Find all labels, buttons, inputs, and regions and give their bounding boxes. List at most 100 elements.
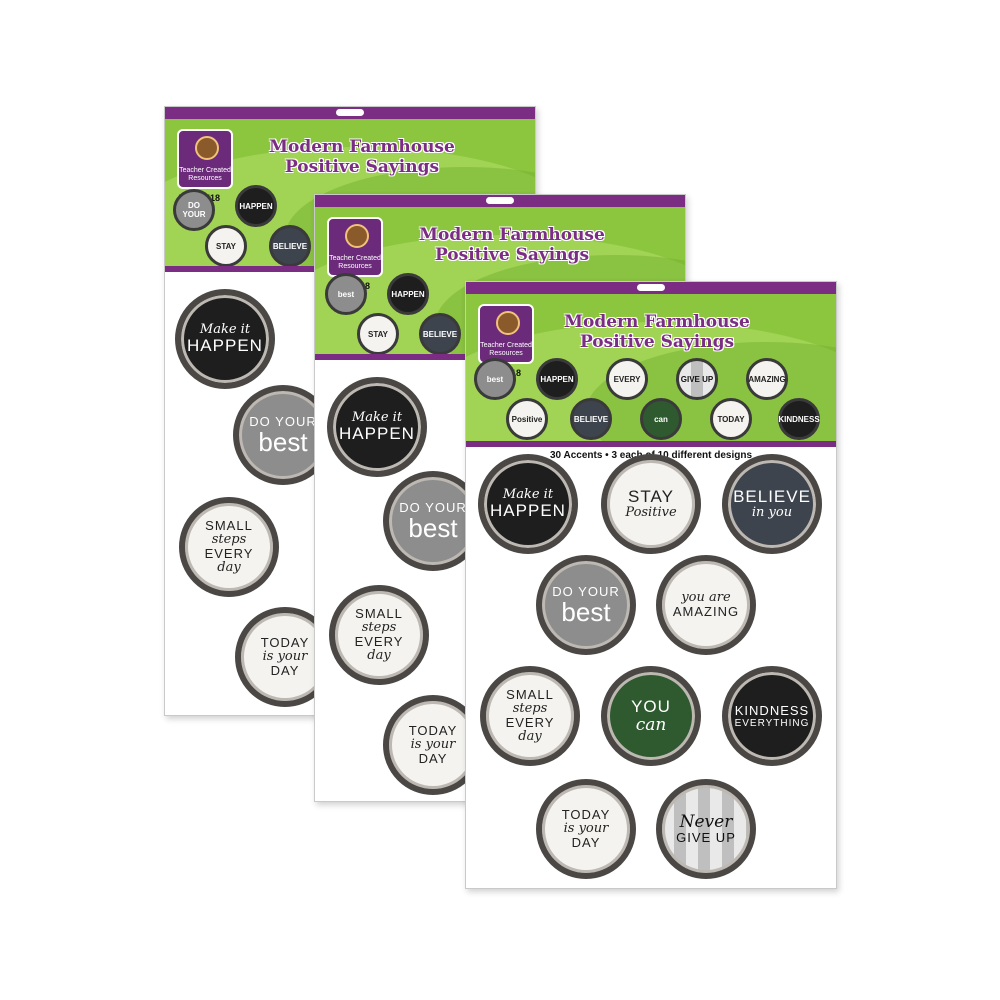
accent-text: best xyxy=(258,427,308,457)
title-line-1: Modern Farmhouse xyxy=(419,225,605,245)
mini-accent: BELIEVE xyxy=(419,313,461,355)
mini-text: BELIEVE xyxy=(422,329,458,339)
accent-believe-in-you: BELIEVE in you xyxy=(722,454,822,554)
mini-accent: HAPPEN xyxy=(235,185,277,227)
accent-text: Make it xyxy=(502,487,554,502)
accent-text: AMAZING xyxy=(672,604,740,619)
accent-text: DO YOUR xyxy=(249,414,317,429)
mini-accent: best xyxy=(325,273,367,315)
accent-text: YOU xyxy=(631,697,671,716)
mini-text: BELIEVE xyxy=(272,241,308,251)
accent-text: HAPPEN xyxy=(339,424,415,443)
title-line-2: Positive Sayings xyxy=(434,245,590,265)
brand-logo: Teacher Created Resources xyxy=(177,129,233,189)
mini-accent: KINDNESS xyxy=(778,398,820,440)
accent-text: EVERY xyxy=(204,546,254,561)
accent-stay-positive: STAY Positive xyxy=(601,454,701,554)
brand-name: Teacher Created Resources xyxy=(480,342,532,357)
mini-text: TODAY xyxy=(717,414,745,424)
accent-text: is your xyxy=(410,737,456,752)
accent-text: DO YOUR xyxy=(552,584,620,599)
accent-text: SMALL xyxy=(355,606,403,621)
mini-accent: STAY xyxy=(357,313,399,355)
accent-text: in you xyxy=(751,505,793,520)
mini-accent: GIVE UP xyxy=(676,358,718,400)
accent-text: steps xyxy=(211,532,247,547)
title-line-1: Modern Farmhouse xyxy=(564,312,750,332)
accent-text: day xyxy=(518,729,542,744)
accent-text: steps xyxy=(361,620,397,635)
brand-logo: Teacher Created Resources xyxy=(327,217,383,277)
mini-text: Positive xyxy=(511,414,543,424)
accent-text: EVERY xyxy=(505,715,555,730)
accent-text: KINDNESS xyxy=(734,702,810,718)
mini-text: BELIEVE xyxy=(573,414,609,424)
brand-logo: Teacher Created Resources xyxy=(478,304,534,364)
accent-make-it-happen: Make it HAPPEN xyxy=(175,289,275,389)
bear-icon xyxy=(345,224,369,248)
accent-text: GIVE UP xyxy=(676,830,736,845)
mini-accent: STAY xyxy=(205,225,247,267)
mini-accent: Positive xyxy=(506,398,548,440)
mini-accent: BELIEVE xyxy=(269,225,311,267)
accent-make-it-happen: Make it HAPPEN xyxy=(327,377,427,477)
accent-text: HAPPEN xyxy=(187,336,263,355)
accent-text: Never xyxy=(679,812,733,832)
accent-small-steps: SMALL steps EVERY day xyxy=(179,497,279,597)
mini-text: HAPPEN xyxy=(391,289,425,299)
accent-never-give-up: Never GIVE UP xyxy=(656,779,756,879)
accent-text: SMALL xyxy=(506,687,554,702)
accent-text: day xyxy=(217,560,241,575)
accent-small-steps: SMALL steps EVERY day xyxy=(480,666,580,766)
accent-text: DAY xyxy=(571,835,601,850)
accent-text: can xyxy=(635,715,667,735)
accent-text: DO YOUR xyxy=(399,500,467,515)
mini-text: AMAZING xyxy=(748,374,786,384)
accent-text: Make it xyxy=(351,410,403,425)
hang-hole xyxy=(637,284,665,291)
package-header: Teacher Created Resources TCR 8518 Moder… xyxy=(466,282,836,447)
brand-name: Teacher Created Resources xyxy=(179,167,231,182)
accent-text: BELIEVE xyxy=(733,487,811,506)
mini-text: best xyxy=(337,289,355,299)
mini-accent: BELIEVE xyxy=(570,398,612,440)
mini-accent: EVERY xyxy=(606,358,648,400)
accent-today-is-your-day: TODAY is your DAY xyxy=(536,779,636,879)
mini-text: HAPPEN xyxy=(540,374,574,384)
title-line-2: Positive Sayings xyxy=(579,332,735,352)
mini-text: STAY xyxy=(215,241,236,251)
hang-hole xyxy=(486,197,514,204)
mini-text: DO YOUR xyxy=(182,201,206,219)
accent-text: TODAY xyxy=(408,723,458,738)
accent-text: EVERY xyxy=(354,634,404,649)
title-line-1: Modern Farmhouse xyxy=(269,137,455,157)
accent-you-can: YOU can xyxy=(601,666,701,766)
accent-text: TODAY xyxy=(561,807,611,822)
purple-band xyxy=(466,441,836,447)
bear-icon xyxy=(195,136,219,160)
mini-text: GIVE UP xyxy=(680,374,714,384)
accent-make-it-happen: Make it HAPPEN xyxy=(478,454,578,554)
product-title: Modern Farmhouse Positive Sayings xyxy=(552,312,762,352)
mini-text: can xyxy=(654,414,668,424)
accent-do-your-best: DO YOUR best xyxy=(536,555,636,655)
accent-kindness-everything: KINDNESS EVERYTHING xyxy=(722,666,822,766)
mini-text: KINDNESS xyxy=(778,414,820,424)
product-package-front: Teacher Created Resources TCR 8518 Moder… xyxy=(465,281,837,889)
mini-text: HAPPEN xyxy=(239,201,273,211)
accent-text: DAY xyxy=(418,751,448,766)
accent-text: you are xyxy=(681,590,731,605)
bear-icon xyxy=(496,311,520,335)
mini-text: best xyxy=(486,374,504,384)
mini-accent: AMAZING xyxy=(746,358,788,400)
accent-text: steps xyxy=(512,701,548,716)
accent-small-steps: SMALL steps EVERY day xyxy=(329,585,429,685)
accent-text: is your xyxy=(262,649,308,664)
mini-accent: TODAY xyxy=(710,398,752,440)
accent-text: TODAY xyxy=(260,635,310,650)
mini-accent: best xyxy=(474,358,516,400)
brand-name: Teacher Created Resources xyxy=(329,255,381,270)
product-title: Modern Farmhouse Positive Sayings xyxy=(407,225,617,265)
mini-text: EVERY xyxy=(613,374,641,384)
accent-text: best xyxy=(561,597,611,627)
